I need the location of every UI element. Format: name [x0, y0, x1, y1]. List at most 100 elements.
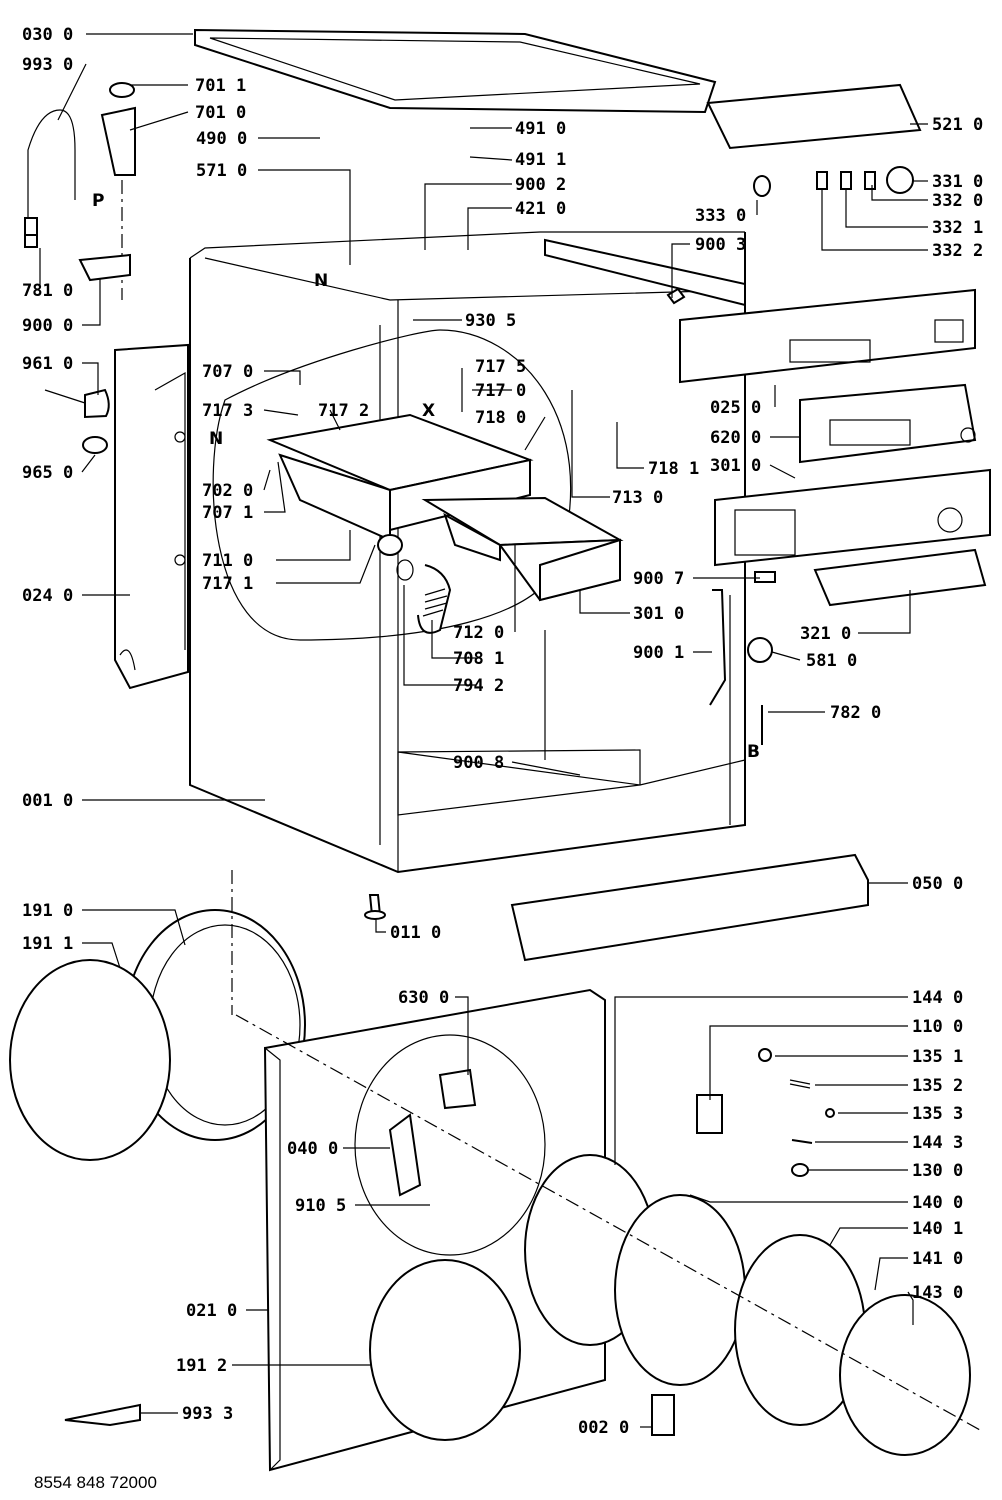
part-label-491-1: 491 1 — [515, 150, 566, 170]
program-label — [813, 548, 987, 607]
part-label-332-0: 332 0 — [932, 191, 983, 211]
part-label-130-0: 130 0 — [912, 1161, 963, 1181]
part-label-021-0: 021 0 — [186, 1301, 237, 1321]
part-label-717-3: 717 3 — [202, 401, 253, 421]
cabinet — [189, 231, 746, 874]
part-label-708-1: 708 1 — [453, 649, 504, 669]
part-label-140-0: 140 0 — [912, 1193, 963, 1213]
part-label-900-8: 900 8 — [453, 753, 504, 773]
part-label-707-0: 707 0 — [202, 362, 253, 382]
part-labels: 030 0 993 0 701 1 701 0 490 0 491 0 491 … — [22, 25, 983, 1438]
part-label-011-0: 011 0 — [390, 923, 441, 943]
part-label-713-0: 713 0 — [612, 488, 663, 508]
part-label-110-0: 110 0 — [912, 1017, 963, 1037]
part-label-711-0: 711 0 — [202, 551, 253, 571]
part-label-993-0: 993 0 — [22, 55, 73, 75]
drawing-code: 8554 848 72000 — [34, 1473, 157, 1492]
part-label-030-0: 030 0 — [22, 25, 73, 45]
part-label-900-3: 900 3 — [695, 235, 746, 255]
part-label-191-2: 191 2 — [176, 1356, 227, 1376]
part-label-050-0: 050 0 — [912, 874, 963, 894]
part-label-002-0: 002 0 — [578, 1418, 629, 1438]
letter-mark-n-left: N — [209, 429, 223, 449]
part-label-782-0: 782 0 — [830, 703, 881, 723]
part-label-333-0: 333 0 — [695, 206, 746, 226]
side-panel — [114, 343, 189, 690]
part-label-140-1: 140 1 — [912, 1219, 963, 1239]
part-label-900-0: 900 0 — [22, 316, 73, 336]
part-label-001-0: 001 0 — [22, 791, 73, 811]
plinth — [510, 853, 869, 962]
letter-mark-p: P — [92, 191, 104, 211]
part-label-930-5: 930 5 — [465, 311, 516, 331]
part-label-620-0: 620 0 — [710, 428, 761, 448]
letter-marks: P N X N B — [92, 191, 760, 762]
top-lid — [194, 28, 717, 114]
part-label-965-0: 965 0 — [22, 463, 73, 483]
letter-mark-b: B — [747, 742, 760, 762]
part-label-900-1: 900 1 — [633, 643, 684, 663]
dispenser-drawer — [421, 496, 624, 602]
inlet-valve — [100, 82, 136, 300]
part-label-490-0: 490 0 — [196, 129, 247, 149]
electronic-board — [799, 383, 977, 464]
part-label-144-0: 144 0 — [912, 988, 963, 1008]
front-panel — [263, 988, 606, 1472]
part-label-040-0: 040 0 — [287, 1139, 338, 1159]
part-label-025-0: 025 0 — [710, 398, 761, 418]
control-panel-frame — [679, 288, 976, 384]
control-fascia — [714, 468, 991, 567]
part-label-144-3: 144 3 — [912, 1133, 963, 1153]
part-label-717-5: 717 5 — [475, 357, 526, 377]
part-label-701-0: 701 0 — [195, 103, 246, 123]
part-label-794-2: 794 2 — [453, 676, 504, 696]
part-label-191-1: 191 1 — [22, 934, 73, 954]
part-label-707-1: 707 1 — [202, 503, 253, 523]
door-glass — [614, 1194, 746, 1386]
drawing — [9, 28, 991, 1472]
part-label-718-1: 718 1 — [648, 459, 699, 479]
part-label-024-0: 024 0 — [22, 586, 73, 606]
part-label-135-3: 135 3 — [912, 1104, 963, 1124]
part-label-321-0: 321 0 — [800, 624, 851, 644]
knob — [886, 166, 914, 194]
part-label-900-7: 900 7 — [633, 569, 684, 589]
part-label-701-1: 701 1 — [195, 76, 246, 96]
part-label-301-0-drawer: 301 0 — [633, 604, 684, 624]
door-gasket — [9, 909, 306, 1161]
part-label-717-1: 717 1 — [202, 574, 253, 594]
part-label-421-0: 421 0 — [515, 199, 566, 219]
part-label-332-2: 332 2 — [932, 241, 983, 261]
part-label-331-0: 331 0 — [932, 172, 983, 192]
part-label-571-0: 571 0 — [196, 161, 247, 181]
part-label-581-0: 581 0 — [806, 651, 857, 671]
leaders — [39, 33, 928, 1428]
part-label-301-0-fascia: 301 0 — [710, 456, 761, 476]
part-label-910-5: 910 5 — [295, 1196, 346, 1216]
part-label-135-2: 135 2 — [912, 1076, 963, 1096]
part-label-135-1: 135 1 — [912, 1047, 963, 1067]
programmer-unit — [706, 83, 922, 150]
part-label-521-0: 521 0 — [932, 115, 983, 135]
part-label-961-0: 961 0 — [22, 354, 73, 374]
part-label-712-0: 712 0 — [453, 623, 504, 643]
part-label-717-0: 717 0 — [475, 381, 526, 401]
part-label-332-1: 332 1 — [932, 218, 983, 238]
letter-mark-n-top: N — [314, 271, 328, 291]
part-label-702-0: 702 0 — [202, 481, 253, 501]
part-label-491-0: 491 0 — [515, 119, 566, 139]
part-label-781-0: 781 0 — [22, 281, 73, 301]
part-label-143-0: 143 0 — [912, 1283, 963, 1303]
dispenser-box — [266, 413, 534, 556]
part-label-191-0: 191 0 — [22, 901, 73, 921]
letter-mark-x: X — [422, 401, 435, 421]
door-outer — [839, 1294, 971, 1456]
part-label-900-2: 900 2 — [515, 175, 566, 195]
part-label-630-0: 630 0 — [398, 988, 449, 1008]
part-label-993-3: 993 3 — [182, 1404, 233, 1424]
part-label-718-0: 718 0 — [475, 408, 526, 428]
part-label-141-0: 141 0 — [912, 1249, 963, 1269]
part-label-717-2: 717 2 — [318, 401, 369, 421]
